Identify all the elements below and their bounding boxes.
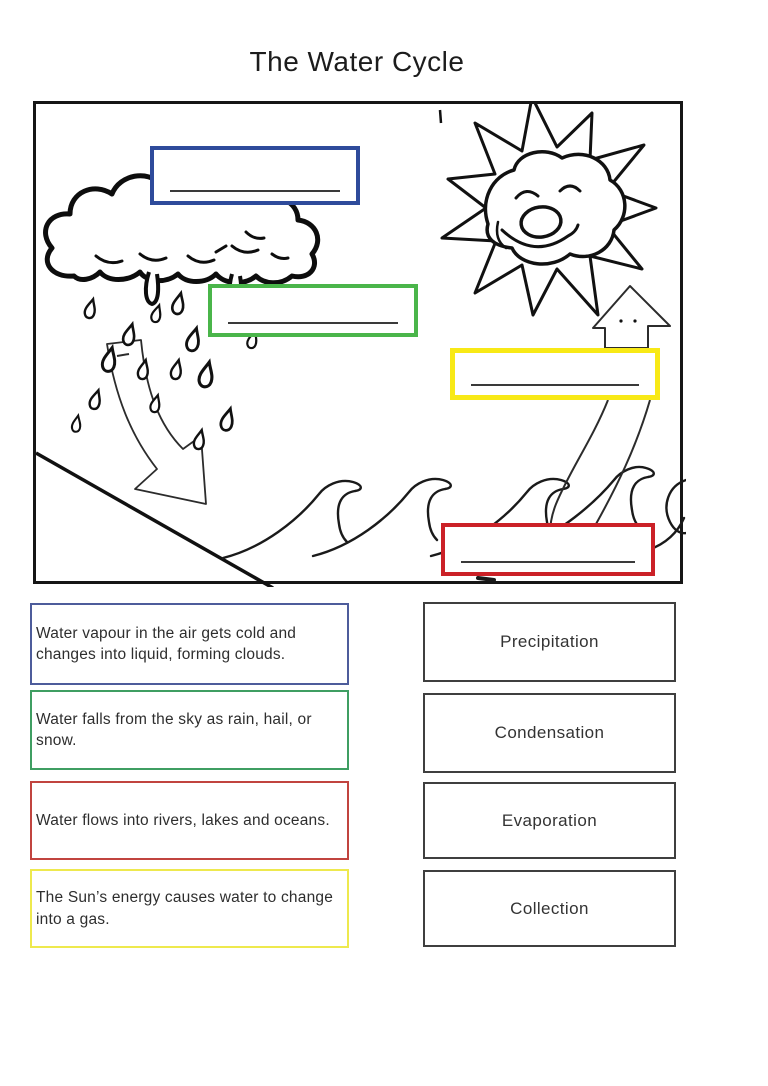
water-cycle-diagram	[33, 101, 686, 587]
term-label: Evaporation	[501, 810, 598, 830]
term-box-evaporation[interactable]: Evaporation	[423, 782, 676, 859]
diagram-blank-yellow[interactable]	[450, 348, 660, 400]
diagram-blank-blue[interactable]	[150, 146, 360, 205]
stray-mark	[438, 109, 443, 124]
description-text: The Sun’s energy causes water to change …	[36, 889, 334, 928]
waves-icon	[221, 465, 686, 582]
term-box-precipitation[interactable]: Precipitation	[423, 602, 676, 682]
description-box-red[interactable]: Water flows into rivers, lakes and ocean…	[30, 781, 349, 860]
description-text: Water flows into rivers, lakes and ocean…	[36, 811, 330, 829]
blank-line	[471, 384, 639, 386]
term-box-condensation[interactable]: Condensation	[423, 693, 676, 773]
term-label: Collection	[510, 898, 589, 918]
diagram-drawing	[36, 104, 686, 587]
description-box-yellow[interactable]: The Sun’s energy causes water to change …	[30, 869, 349, 948]
term-label: Condensation	[494, 723, 605, 742]
description-text: Water falls from the sky as rain, hail, …	[36, 710, 312, 749]
diagram-blank-green[interactable]	[208, 284, 418, 337]
blank-line	[170, 190, 340, 192]
up-arrow-icon	[549, 285, 671, 543]
blank-line	[461, 561, 635, 563]
blank-line	[228, 322, 398, 324]
description-box-blue[interactable]: Water vapour in the air gets cold and ch…	[30, 603, 349, 685]
down-arrow-icon	[106, 339, 207, 505]
description-text: Water vapour in the air gets cold and ch…	[36, 624, 297, 663]
page-title: The Water Cycle	[249, 46, 465, 77]
term-box-collection[interactable]: Collection	[423, 870, 676, 947]
description-box-green[interactable]: Water falls from the sky as rain, hail, …	[30, 690, 349, 770]
diagram-blank-red[interactable]	[441, 523, 655, 576]
sun-icon	[440, 104, 658, 317]
term-label: Precipitation	[500, 632, 599, 651]
ground-slope	[36, 451, 274, 587]
